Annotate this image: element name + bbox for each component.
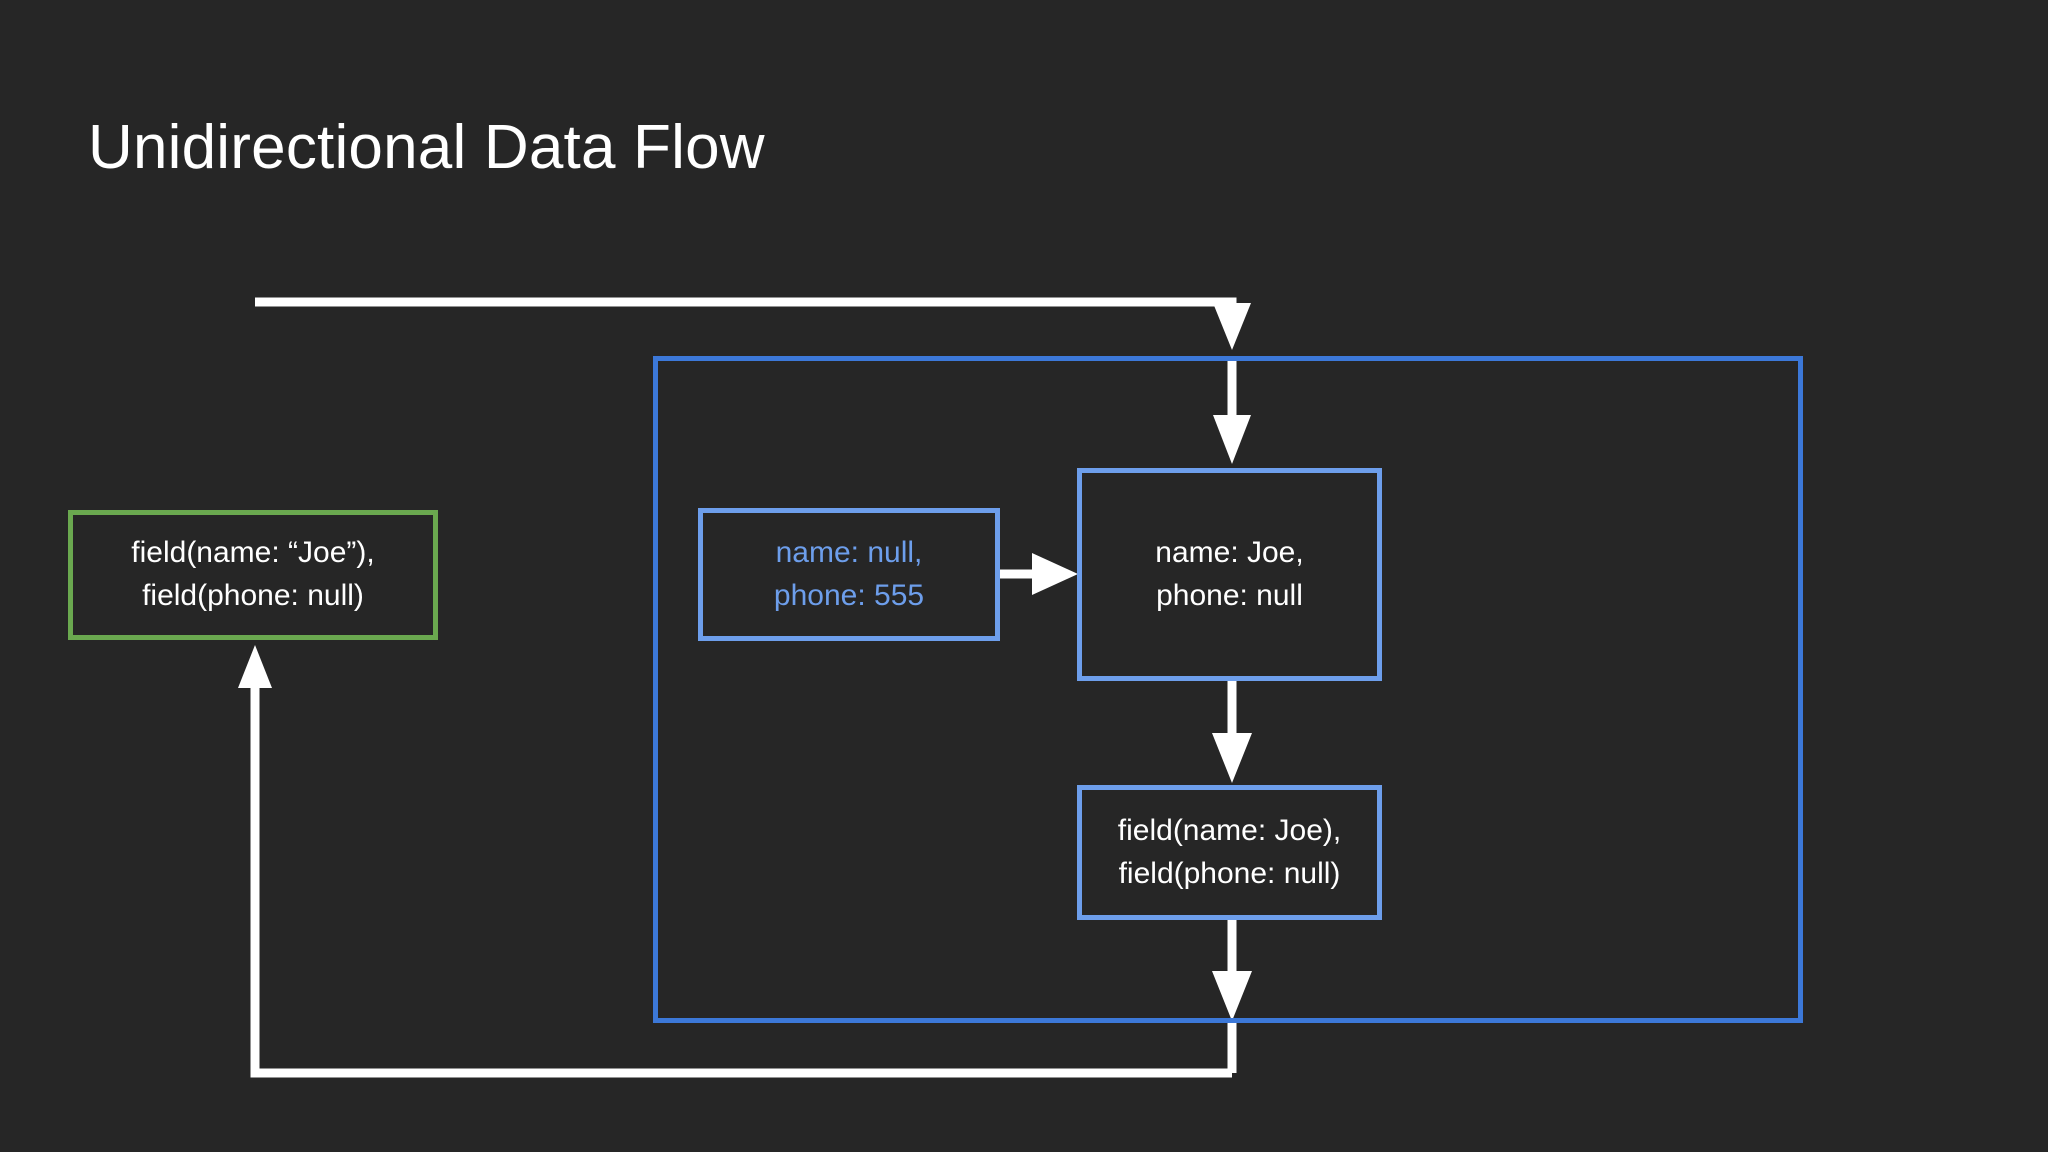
edge-new-state-to-fields: [1212, 681, 1252, 783]
node-action-node[interactable]: field(name: “Joe”), field(phone: null): [68, 510, 438, 640]
edge-fields-out-of-group: [1212, 920, 1252, 1073]
node-label-action-node: field(name: “Joe”), field(phone: null): [131, 536, 375, 612]
edge-input-into-group: [255, 297, 1251, 350]
node-new-state-node[interactable]: name: Joe, phone: null: [1077, 468, 1382, 681]
node-emitted-fields-node[interactable]: field(name: Joe), field(phone: null): [1077, 785, 1382, 920]
edge-into-new-state: [1213, 356, 1251, 464]
edge-loop-back-to-action: [238, 645, 1232, 1078]
page-title: Unidirectional Data Flow: [88, 113, 765, 182]
edge-previous-to-new-state: [1000, 553, 1078, 595]
node-label-new-state-node: name: Joe, phone: null: [1155, 535, 1304, 612]
component-group-boundary: [653, 356, 1803, 1023]
node-previous-state-node[interactable]: name: null, phone: 555: [698, 508, 1000, 641]
node-label-emitted-fields-node: field(name: Joe), field(phone: null): [1117, 813, 1342, 890]
node-label-previous-state-node: name: null, phone: 555: [773, 535, 925, 612]
